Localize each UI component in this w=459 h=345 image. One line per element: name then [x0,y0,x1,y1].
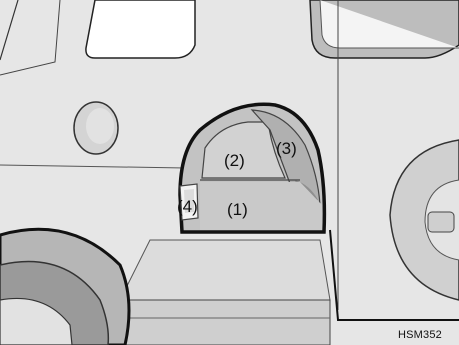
lamp-1-lens [200,182,322,230]
callout-3: (3) [276,140,297,157]
figure-code: HSM352 [398,330,442,341]
rear-emblem [428,212,454,232]
side-window [86,0,195,58]
fuel-door-highlight [86,108,114,144]
callout-4: (4) [177,198,198,215]
callout-2: (2) [224,152,245,169]
bumper-lower [115,300,330,345]
callout-1: (1) [227,201,248,218]
lower-quarter-panel [120,240,330,300]
